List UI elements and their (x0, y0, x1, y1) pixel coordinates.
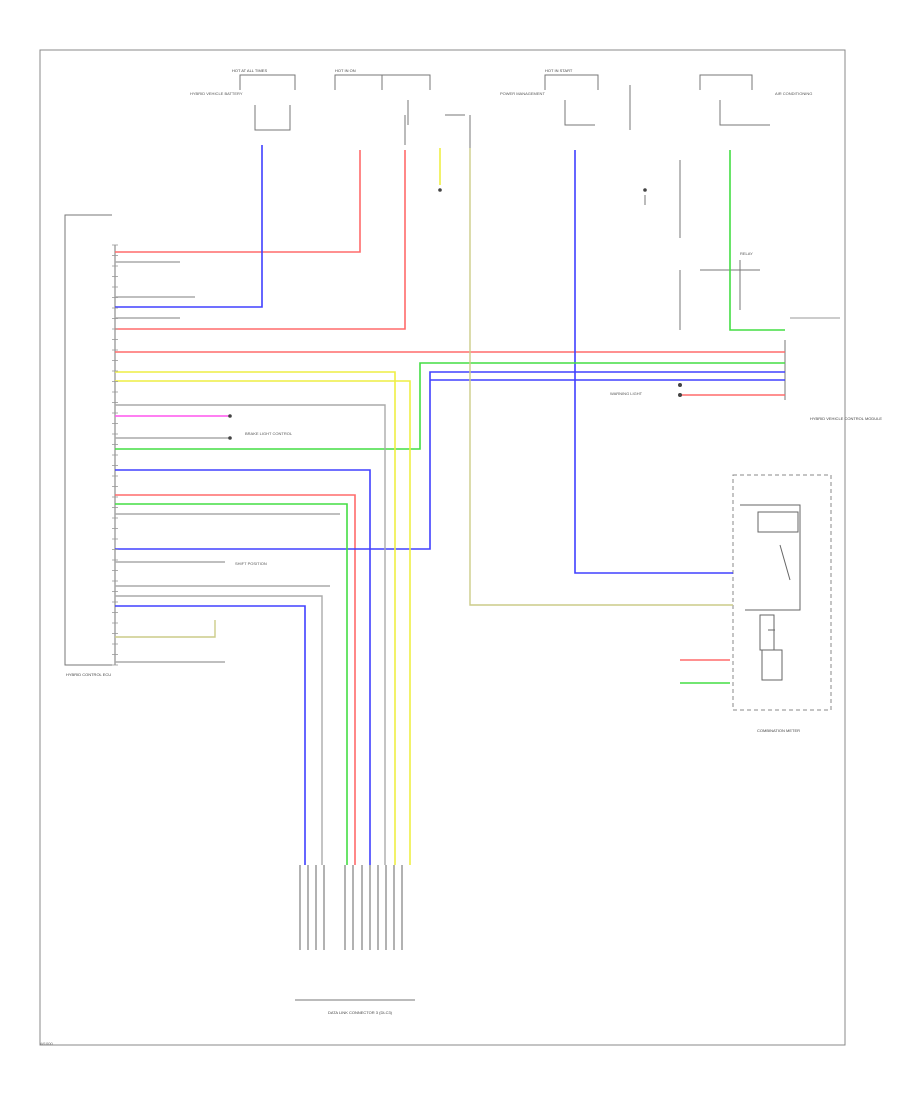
connection-markers (228, 188, 682, 440)
wire-khaki-1 (469, 148, 733, 606)
wire-green-3 (729, 150, 785, 331)
wire-blue-3 (115, 605, 306, 865)
wire-green-2 (115, 503, 348, 865)
brake-light-label: BRAKE LIGHT CONTROL (245, 431, 293, 436)
sensor-label-right: AIR CONDITIONING (775, 91, 812, 96)
wire-blue-2 (115, 371, 785, 550)
top-connector-group (239, 74, 770, 330)
connector-label-mid: HOT IN ON (335, 68, 356, 73)
shift-position-label: SHIFT POSITION (235, 561, 267, 566)
relay-label: RELAY (740, 251, 753, 256)
hybrid-ecu-label: HYBRID CONTROL ECU (66, 672, 111, 677)
warning-label: WARNING LIGHT (610, 391, 643, 396)
diagram-frame (39, 49, 846, 1046)
wire-yellow-2 (115, 380, 411, 865)
wire-khaki-2 (115, 620, 216, 638)
wire-gray-1 (115, 404, 386, 865)
dlc3-pins (299, 865, 403, 950)
ecu-pin-ticks (112, 244, 118, 666)
sensor-label-left: HYBRID VEHICLE BATTERY (190, 91, 243, 96)
combination-meter-label: COMBINATION METER (757, 728, 800, 733)
wire-red-1 (115, 150, 361, 253)
dlc3-label: DATA LINK CONNECTOR 3 (DLC3) (328, 1010, 393, 1015)
yellow-wires (115, 148, 441, 865)
combination-meter-internals (740, 504, 801, 681)
page-code: W1000 (40, 1041, 53, 1046)
khaki-wires (115, 148, 733, 638)
wire-gray-3 (115, 595, 323, 865)
sensor-label-mid: POWER MANAGEMENT (500, 91, 545, 96)
blue-wires (115, 145, 785, 865)
hybrid-module-label: HYBRID VEHICLE CONTROL MODULE (810, 416, 882, 421)
wire-red-2 (115, 150, 406, 330)
gray-wires (115, 261, 386, 865)
wire-blue-5 (574, 150, 733, 574)
connector-label-right: HOT IN START (545, 68, 573, 73)
wire-blue-1 (115, 145, 263, 308)
wire-red-4 (115, 494, 356, 865)
hybrid-ecu-outline (64, 214, 112, 666)
wire-green-1 (115, 362, 785, 450)
connector-label-left: HOT AT ALL TIMES (232, 68, 267, 73)
red-wires (115, 150, 785, 865)
wire-blue-4 (115, 469, 371, 865)
combination-meter-box (732, 474, 832, 711)
wire-yellow-1 (115, 371, 396, 865)
green-wires (115, 150, 785, 865)
